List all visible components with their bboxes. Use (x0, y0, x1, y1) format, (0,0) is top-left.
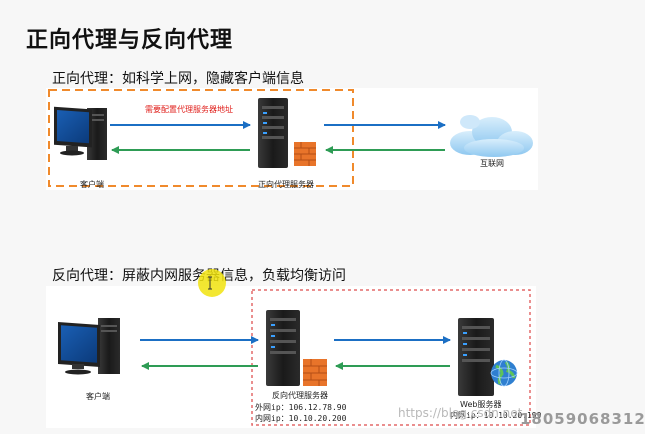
internet-cloud-icon (450, 115, 533, 157)
reverse-proxy-label: 反向代理服务器 (272, 391, 328, 400)
reverse-proxy-server-icon (266, 310, 300, 386)
forward-client-computer-icon (54, 106, 107, 160)
web-server-label: Web服务器 (460, 400, 502, 409)
forward-proxy-boundary (48, 89, 354, 187)
page-title: 正向代理与反向代理 (26, 28, 234, 53)
globe-icon (490, 359, 518, 387)
reverse-proxy-ext-ip: 外网ip：106.12.78.90 (255, 403, 347, 412)
mouse-cursor-icon (208, 276, 212, 290)
forward-client-label: 客户端 (80, 180, 104, 189)
forward-proxy-label: 正向代理服务器 (258, 180, 314, 189)
blog-watermark: https://blog.csdn.net (398, 406, 523, 420)
cursor-highlight (198, 269, 226, 297)
proxy-config-note: 需要配置代理服务器地址 (145, 105, 233, 114)
forward-proxy-server-icon (258, 98, 288, 168)
reverse-client-label: 客户端 (86, 392, 110, 401)
reverse-client-computer-icon (58, 318, 120, 375)
web-server-icon (458, 318, 494, 396)
reverse-caption: 反向代理：屏蔽内网服务器信息，负载均衡访问 (52, 268, 346, 284)
forward-firewall-icon (294, 142, 316, 166)
reverse-proxy-int-ip: 内网ip：10.10.20.200 (255, 414, 347, 423)
forward-caption: 正向代理：如科学上网，隐藏客户端信息 (52, 71, 304, 87)
reverse-proxy-boundary (251, 289, 531, 426)
web-server-int-ip: 内网ip：10.10.20.199 (450, 411, 542, 420)
reverse-firewall-icon (303, 359, 327, 386)
internet-label: 互联网 (480, 159, 504, 168)
id-watermark: 18059068312 (520, 410, 645, 428)
